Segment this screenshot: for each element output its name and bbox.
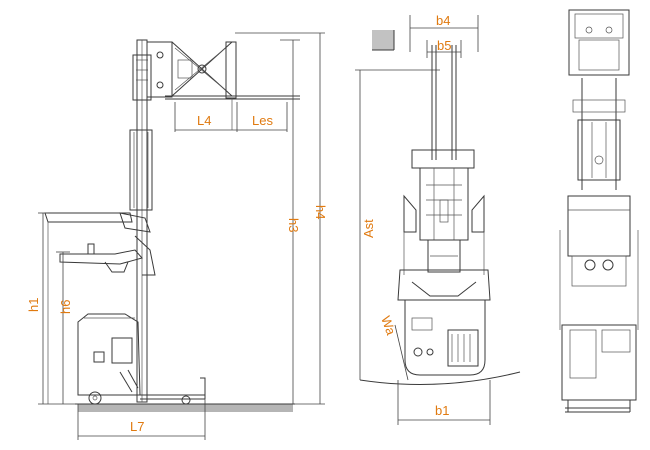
- label-Les: Les: [252, 113, 273, 128]
- aisle-arc: [359, 371, 521, 385]
- label-h4: h4: [313, 205, 328, 219]
- label-b5: b5: [437, 38, 451, 53]
- wall-hatch: [372, 30, 395, 51]
- label-L7: L7: [130, 419, 144, 434]
- front-view: b4 b5 Ast Wa b1: [355, 13, 521, 425]
- front-guard: [403, 194, 485, 275]
- operator-cabin: [59, 235, 156, 276]
- fork: [165, 95, 300, 130]
- top-views: [559, 9, 639, 413]
- label-Ast: Ast: [361, 219, 376, 238]
- label-b1: b1: [435, 403, 449, 418]
- front-body: [397, 269, 491, 376]
- front-dimensions: [394, 15, 491, 425]
- mast: [129, 39, 153, 403]
- side-dimensions: [38, 32, 325, 440]
- overhead-guard: [44, 212, 151, 404]
- chassis: [77, 313, 206, 405]
- label-L4: L4: [197, 113, 211, 128]
- label-b4: b4: [436, 13, 450, 28]
- front-mast: [411, 45, 475, 241]
- label-Wa: Wa: [378, 314, 399, 338]
- label-h3: h3: [286, 218, 301, 232]
- label-h6: h6: [58, 300, 73, 314]
- label-h1: h1: [26, 298, 41, 312]
- pantograph: [146, 41, 237, 99]
- floor-hatch: [75, 403, 295, 412]
- side-view: L4 Les h3 h4 h1 h6 L7: [26, 32, 328, 440]
